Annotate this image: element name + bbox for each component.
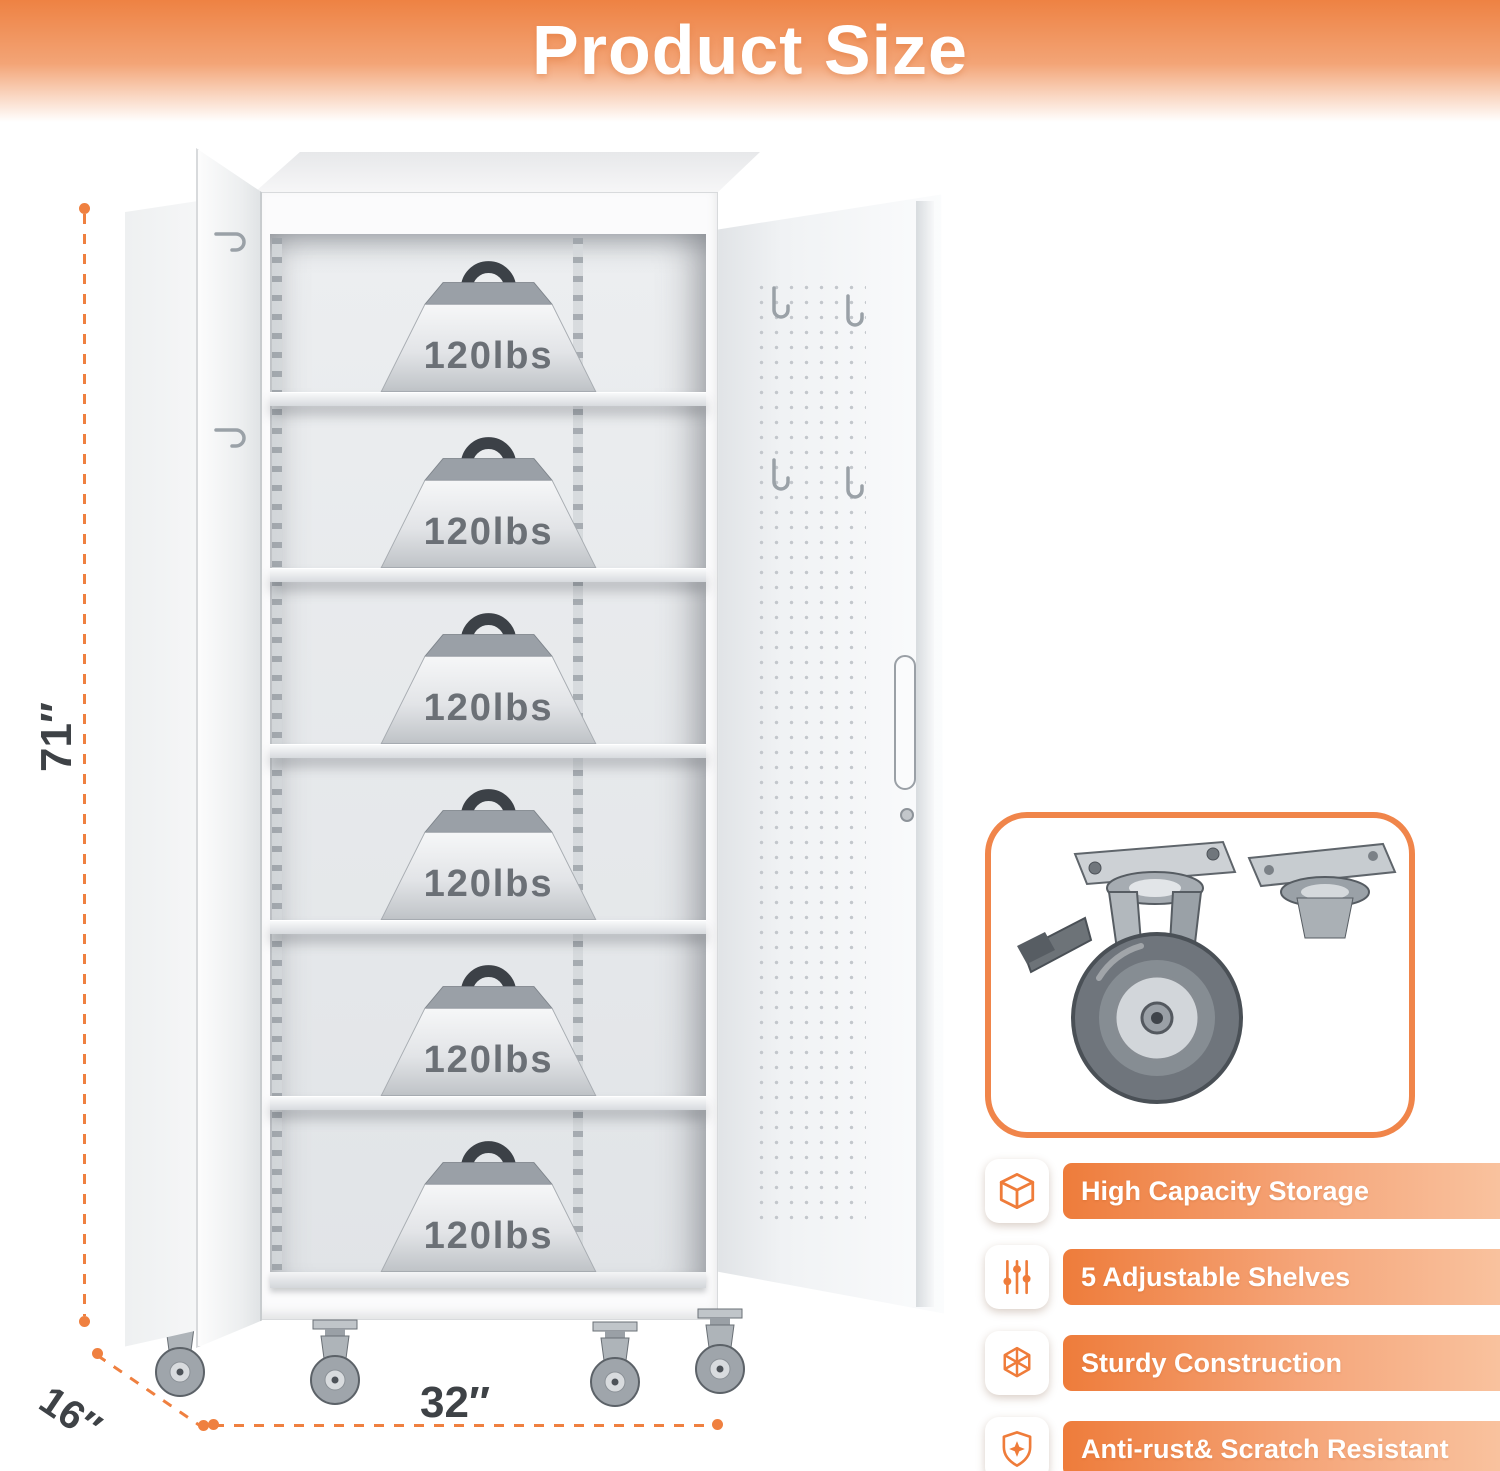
shelf: [270, 568, 706, 582]
weight-block: 120lbs: [380, 1141, 597, 1278]
feature-row: 5 Adjustable Shelves: [985, 1245, 1500, 1309]
sliders-icon: [985, 1245, 1049, 1309]
shelf: [270, 392, 706, 406]
header-banner: Product Size: [0, 0, 1500, 122]
weight-label: 120lbs: [424, 1214, 554, 1257]
shield-sparkle-icon: [985, 1417, 1049, 1471]
feature-label: 5 Adjustable Shelves: [1081, 1261, 1351, 1292]
height-dimension-line: [83, 214, 86, 1316]
dimension-dot: [79, 1316, 90, 1327]
door-lock: [900, 808, 914, 822]
hook-icon: [772, 458, 790, 491]
width-dimension-label: 32″: [420, 1378, 491, 1427]
feature-ribbon: Sturdy Construction: [1063, 1335, 1500, 1391]
width-dimension-line: [214, 1424, 718, 1427]
pegboard-panel: [754, 280, 867, 1228]
shelf: [270, 1096, 706, 1110]
caster-wheel: [310, 1319, 360, 1405]
feature-label: Anti-rust& Scratch Resistant: [1081, 1433, 1449, 1464]
feature-row: Sturdy Construction: [985, 1331, 1500, 1395]
caster-wheel: [695, 1308, 745, 1394]
feature-ribbon: Anti-rust& Scratch Resistant: [1063, 1421, 1500, 1471]
shelf: [270, 920, 706, 934]
hook-icon: [846, 294, 864, 327]
height-dimension-label: 71″: [32, 701, 81, 773]
weight-block: 120lbs: [380, 261, 597, 398]
hook-icon: [214, 428, 246, 448]
dimension-dot: [92, 1348, 103, 1359]
cabinet-floor: [270, 1272, 706, 1288]
page-title: Product Size: [532, 11, 968, 89]
hook-icon: [772, 286, 790, 319]
hook-icon: [846, 466, 864, 499]
caster-wheel: [590, 1321, 640, 1407]
feature-list: High Capacity Storage 5 Adjustable Shelv…: [985, 1159, 1500, 1471]
cabinet-top-face: [255, 152, 760, 192]
feature-row: Anti-rust& Scratch Resistant: [985, 1417, 1500, 1471]
weight-label: 120lbs: [424, 334, 554, 377]
dimension-dot: [79, 203, 90, 214]
lattice-icon: [985, 1331, 1049, 1395]
weight-block: 120lbs: [380, 789, 597, 926]
weight-label: 120lbs: [424, 510, 554, 553]
cube-icon: [985, 1159, 1049, 1223]
feature-ribbon: High Capacity Storage: [1063, 1163, 1500, 1219]
dimension-dot: [712, 1419, 723, 1430]
cabinet-left-door: [196, 148, 262, 1348]
depth-dimension-label: 16″: [31, 1378, 109, 1451]
caster-detail-card: [985, 812, 1415, 1138]
door-edge-flange: [915, 201, 935, 1307]
weight-label: 120lbs: [424, 1038, 554, 1081]
weight-block: 120lbs: [380, 965, 597, 1102]
weight-block: 120lbs: [380, 437, 597, 574]
swivel-caster-illustration: [1017, 840, 1397, 1104]
door-handle: [894, 655, 916, 790]
feature-label: Sturdy Construction: [1081, 1347, 1342, 1378]
dimension-dot: [208, 1419, 219, 1430]
shelf: [270, 744, 706, 758]
feature-row: High Capacity Storage: [985, 1159, 1500, 1223]
weight-block: 120lbs: [380, 613, 597, 750]
dimension-dot: [198, 1420, 209, 1431]
cabinet-right-door: [718, 194, 944, 1314]
feature-label: High Capacity Storage: [1081, 1175, 1370, 1206]
weight-label: 120lbs: [424, 862, 554, 905]
weight-label: 120lbs: [424, 686, 554, 729]
feature-ribbon: 5 Adjustable Shelves: [1063, 1249, 1500, 1305]
hook-icon: [214, 232, 246, 252]
